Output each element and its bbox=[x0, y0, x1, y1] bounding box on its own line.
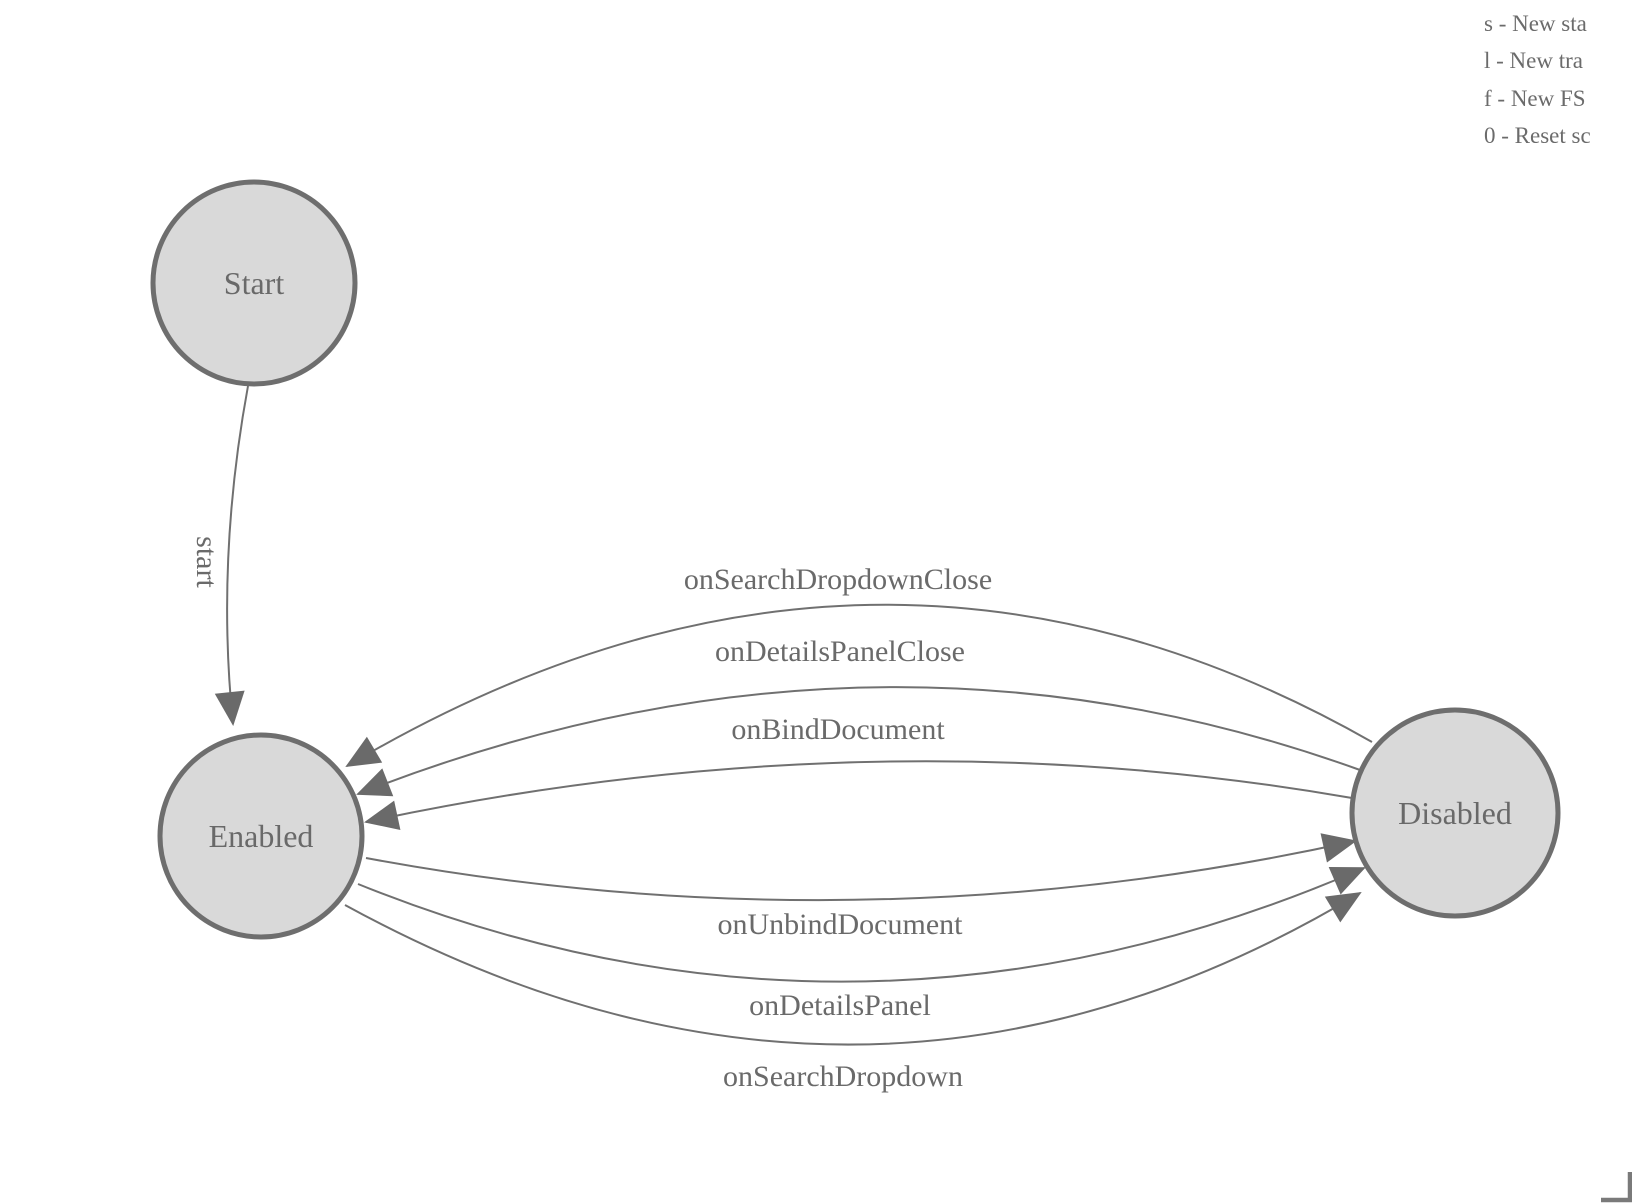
legend-line-reset-scale: 0 - Reset sc bbox=[1484, 123, 1591, 149]
edge-start-to-enabled[interactable] bbox=[214, 385, 249, 726]
state-label-enabled: Enabled bbox=[209, 818, 314, 854]
edge-onsearchdropdown[interactable] bbox=[344, 891, 1362, 1046]
state-node-start[interactable]: Start bbox=[150, 179, 358, 387]
edge-label-onbinddocument: onBindDocument bbox=[731, 713, 945, 746]
transition-labels: start onSearchDropdownClose onDetailsPan… bbox=[190, 536, 992, 1093]
edge-ondetailspanelclose[interactable] bbox=[356, 686, 1361, 797]
edge-onsearchdropdownclose[interactable] bbox=[345, 603, 1373, 768]
edge-label-start: start bbox=[190, 536, 223, 588]
legend-line-new-state: s - New sta bbox=[1484, 11, 1587, 36]
state-label-start: Start bbox=[224, 265, 285, 301]
state-nodes: Start Enabled Disabled bbox=[150, 179, 1561, 940]
edge-label-onunbinddocument: onUnbindDocument bbox=[718, 908, 964, 941]
state-circle-enabled[interactable] bbox=[157, 732, 365, 940]
state-node-disabled[interactable]: Disabled bbox=[1349, 707, 1561, 919]
legend-line-new-transition: l - New tra bbox=[1484, 48, 1583, 74]
state-circle-start[interactable] bbox=[150, 179, 358, 387]
state-node-enabled[interactable]: Enabled bbox=[157, 732, 365, 940]
state-circle-disabled[interactable] bbox=[1349, 707, 1561, 919]
edge-label-ondetailspanelclose: onDetailsPanelClose bbox=[715, 635, 965, 668]
edge-label-onsearchdropdown: onSearchDropdown bbox=[723, 1060, 963, 1093]
edge-onunbinddocument[interactable] bbox=[365, 833, 1357, 902]
edge-label-ondetailspanel: onDetailsPanel bbox=[749, 989, 931, 1022]
shortcut-legend: s - New sta l - New tra f - New FS 0 - R… bbox=[1484, 5, 1591, 155]
edge-onbinddocument[interactable] bbox=[364, 760, 1353, 830]
legend-line-new-fsm: f - New FS bbox=[1484, 85, 1586, 111]
transition-edges bbox=[214, 385, 1373, 1046]
edge-ondetailspanel[interactable] bbox=[357, 866, 1366, 983]
state-label-disabled: Disabled bbox=[1398, 795, 1512, 831]
edge-label-onsearchdropdownclose: onSearchDropdownClose bbox=[684, 563, 992, 596]
clipped-corner-widget bbox=[1601, 1172, 1632, 1203]
